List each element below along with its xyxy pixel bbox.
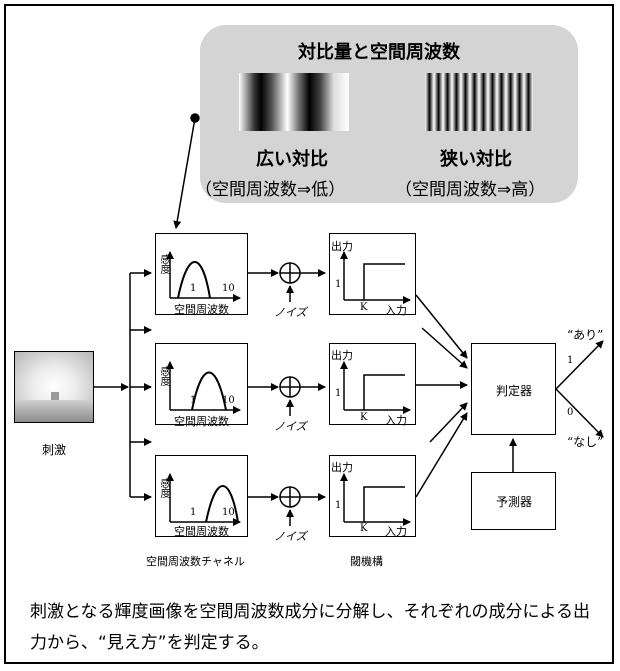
threshold-plot-axes	[340, 251, 411, 526]
noise-label-3: ノイズ	[274, 530, 307, 543]
channel-tick-10-row2: 10	[222, 395, 235, 406]
threshold-tick-k-row2: K	[360, 412, 368, 423]
channel-tick-1-row3: 1	[190, 507, 197, 518]
channel-tick-10-row3: 10	[222, 507, 235, 518]
channel-tick-1-row1: 1	[190, 283, 197, 294]
caption-text: 刺激となる輝度画像を空間周波数成分に分解し、それぞれの成分による出力から、“見え…	[30, 602, 590, 653]
threshold-ylabel-1: 出力	[331, 240, 353, 253]
judge-label: 判定器	[496, 384, 533, 398]
threshold-xlabel-1: 入力	[385, 304, 407, 317]
channel-xlabel-1: 空間周波数	[174, 303, 229, 316]
threshold-ylabel-3: 出力	[331, 461, 353, 474]
channel-ylabel-2: 感度	[158, 366, 169, 386]
wide-grating-image	[239, 73, 349, 131]
threshold-box-3	[329, 455, 416, 537]
step-function-1	[363, 263, 405, 300]
threshold-to-judge-3	[415, 412, 468, 498]
threshold-tick-k-row1: K	[360, 302, 368, 313]
wide-contrast-label: 広い対比	[256, 149, 328, 170]
threshold-xlabel-3: 入力	[385, 525, 407, 538]
noise-label-2: ノイズ	[274, 420, 307, 433]
bypass-to-judge-1	[421, 327, 468, 369]
output-no-label: “なし”	[567, 435, 604, 449]
outer-frame	[4, 4, 614, 664]
narrow-frequency-note: （空間周波数⇒高）	[395, 180, 546, 200]
threshold-ylabel-2: 出力	[331, 349, 353, 362]
channel-xlabel-3: 空間周波数	[174, 525, 229, 538]
output-value-1: 1	[567, 355, 574, 366]
judge-box	[471, 343, 556, 435]
sensitivity-curve-low	[177, 261, 211, 299]
output-value-0: 0	[567, 407, 574, 418]
callout-title: 対比量と空間周波数	[298, 42, 460, 63]
noise-label-1: ノイズ	[274, 306, 307, 319]
channel-xlabel-2: 空間周波数	[174, 415, 229, 428]
threshold-xlabel-2: 入力	[385, 414, 407, 427]
output-yes-label: “あり”	[567, 328, 604, 342]
predictor-box	[471, 472, 556, 530]
channel-ylabel-3: 感度	[158, 478, 169, 498]
threshold-to-judge-1	[415, 294, 468, 359]
threshold-tick-k-row3: K	[360, 523, 368, 534]
channel-tick-1-row2: 1	[190, 395, 197, 406]
sensitivity-curve-mid	[191, 371, 227, 411]
threshold-tick-1-row2: 1	[335, 388, 342, 399]
channels-section-label: 空間周波数チャネル	[146, 555, 245, 568]
threshold-tick-1-row1: 1	[335, 279, 342, 290]
judge-output-no-arrow	[555, 388, 604, 438]
bypass-to-judge-2	[429, 402, 468, 443]
sensitivity-curve-high	[205, 485, 239, 523]
judge-output-yes-arrow	[555, 340, 604, 390]
threshold-section-label: 閾機構	[350, 555, 383, 568]
step-function-2	[363, 374, 405, 410]
threshold-tick-1-row3: 1	[335, 500, 342, 511]
channel-tick-10-row1: 10	[222, 283, 235, 294]
step-function-3	[363, 486, 405, 522]
narrow-grating-image	[425, 73, 533, 131]
stimulus-label: 刺激	[42, 443, 67, 457]
stimulus-image	[14, 351, 94, 423]
callout-pointer-arrow	[173, 117, 196, 229]
channel-ylabel-1: 感度	[158, 254, 169, 274]
predictor-label: 予測器	[496, 495, 533, 509]
narrow-contrast-label: 狭い対比	[440, 149, 512, 170]
channel-plot-axes	[166, 251, 241, 526]
wide-frequency-note: （空間周波数⇒低）	[195, 180, 346, 200]
